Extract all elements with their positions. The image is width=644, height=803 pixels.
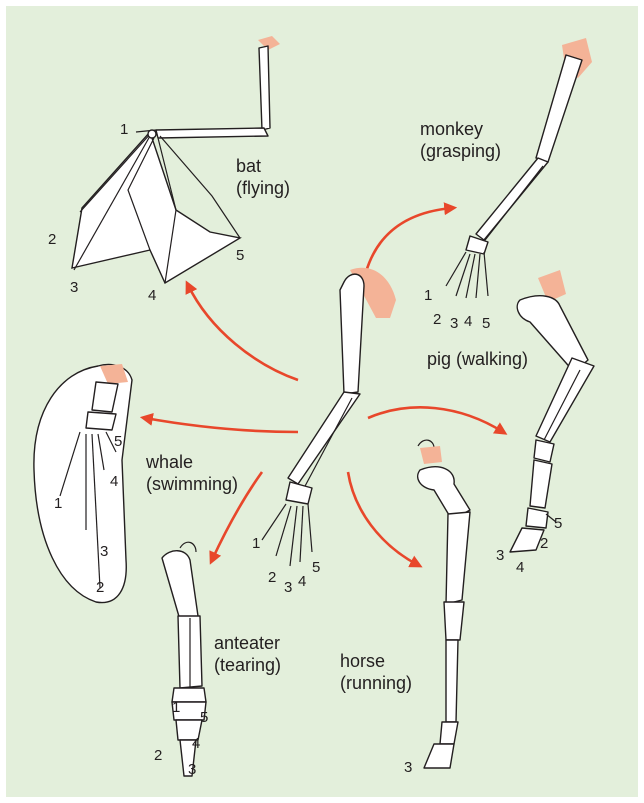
label-horse-function: (running) xyxy=(340,672,412,694)
arrow-to-whale xyxy=(145,418,298,432)
label-pig: pig (walking) xyxy=(427,348,528,370)
label-pig-name: pig (walking) xyxy=(427,348,528,370)
center-digit-1: 1 xyxy=(252,536,260,552)
bat-digit-1: 1 xyxy=(120,122,128,138)
arrow-to-bat xyxy=(188,285,298,380)
bat-digit-3: 3 xyxy=(70,280,78,296)
monkey-digit-5: 5 xyxy=(482,316,490,332)
monkey-digit-1: 1 xyxy=(424,288,432,304)
center-digit-3: 3 xyxy=(284,580,292,596)
anteater-digit-2: 2 xyxy=(154,748,162,764)
label-horse-name: horse xyxy=(340,650,412,672)
label-anteater-function: (tearing) xyxy=(214,654,281,676)
label-anteater-name: anteater xyxy=(214,632,281,654)
label-bat: bat (flying) xyxy=(236,155,290,199)
label-monkey-function: (grasping) xyxy=(420,140,501,162)
pig-digit-2: 2 xyxy=(540,536,548,552)
arrow-to-horse xyxy=(348,472,418,565)
monkey-digit-4: 4 xyxy=(464,314,472,330)
horse-digit-3: 3 xyxy=(404,760,412,776)
whale-digit-5: 5 xyxy=(114,434,122,450)
arrow-to-pig xyxy=(368,407,503,432)
center-digit-4: 4 xyxy=(298,574,306,590)
label-whale-function: (swimming) xyxy=(146,473,238,495)
label-bat-name: bat xyxy=(236,155,290,177)
pig-digit-5: 5 xyxy=(554,516,562,532)
monkey-digit-3: 3 xyxy=(450,316,458,332)
anteater-digit-1: 1 xyxy=(172,700,180,716)
label-monkey: monkey (grasping) xyxy=(420,118,501,162)
anteater-digit-4: 4 xyxy=(192,736,200,752)
bat-digit-5: 5 xyxy=(236,248,244,264)
bat-digit-2: 2 xyxy=(48,232,56,248)
center-digit-2: 2 xyxy=(268,570,276,586)
pig-leg-skeleton xyxy=(510,270,594,552)
arrow-to-monkey xyxy=(366,208,452,272)
center-digit-5: 5 xyxy=(312,560,320,576)
whale-digit-2: 2 xyxy=(96,580,104,596)
label-whale-name: whale xyxy=(146,451,238,473)
horse-leg-skeleton xyxy=(418,440,470,768)
monkey-digit-2: 2 xyxy=(433,312,441,328)
anteater-digit-5: 5 xyxy=(200,710,208,726)
label-anteater: anteater (tearing) xyxy=(214,632,281,676)
ancestral-forelimb-skeleton xyxy=(262,268,396,566)
label-monkey-name: monkey xyxy=(420,118,501,140)
label-whale: whale (swimming) xyxy=(146,451,238,495)
label-horse: horse (running) xyxy=(340,650,412,694)
bat-digit-4: 4 xyxy=(148,288,156,304)
whale-digit-3: 3 xyxy=(100,544,108,560)
pig-digit-4: 4 xyxy=(516,560,524,576)
anteater-digit-3: 3 xyxy=(188,762,196,778)
monkey-arm-skeleton xyxy=(446,38,592,298)
label-bat-function: (flying) xyxy=(236,177,290,199)
pig-digit-3: 3 xyxy=(496,548,504,564)
whale-digit-4: 4 xyxy=(110,474,118,490)
whale-digit-1: 1 xyxy=(54,496,62,512)
